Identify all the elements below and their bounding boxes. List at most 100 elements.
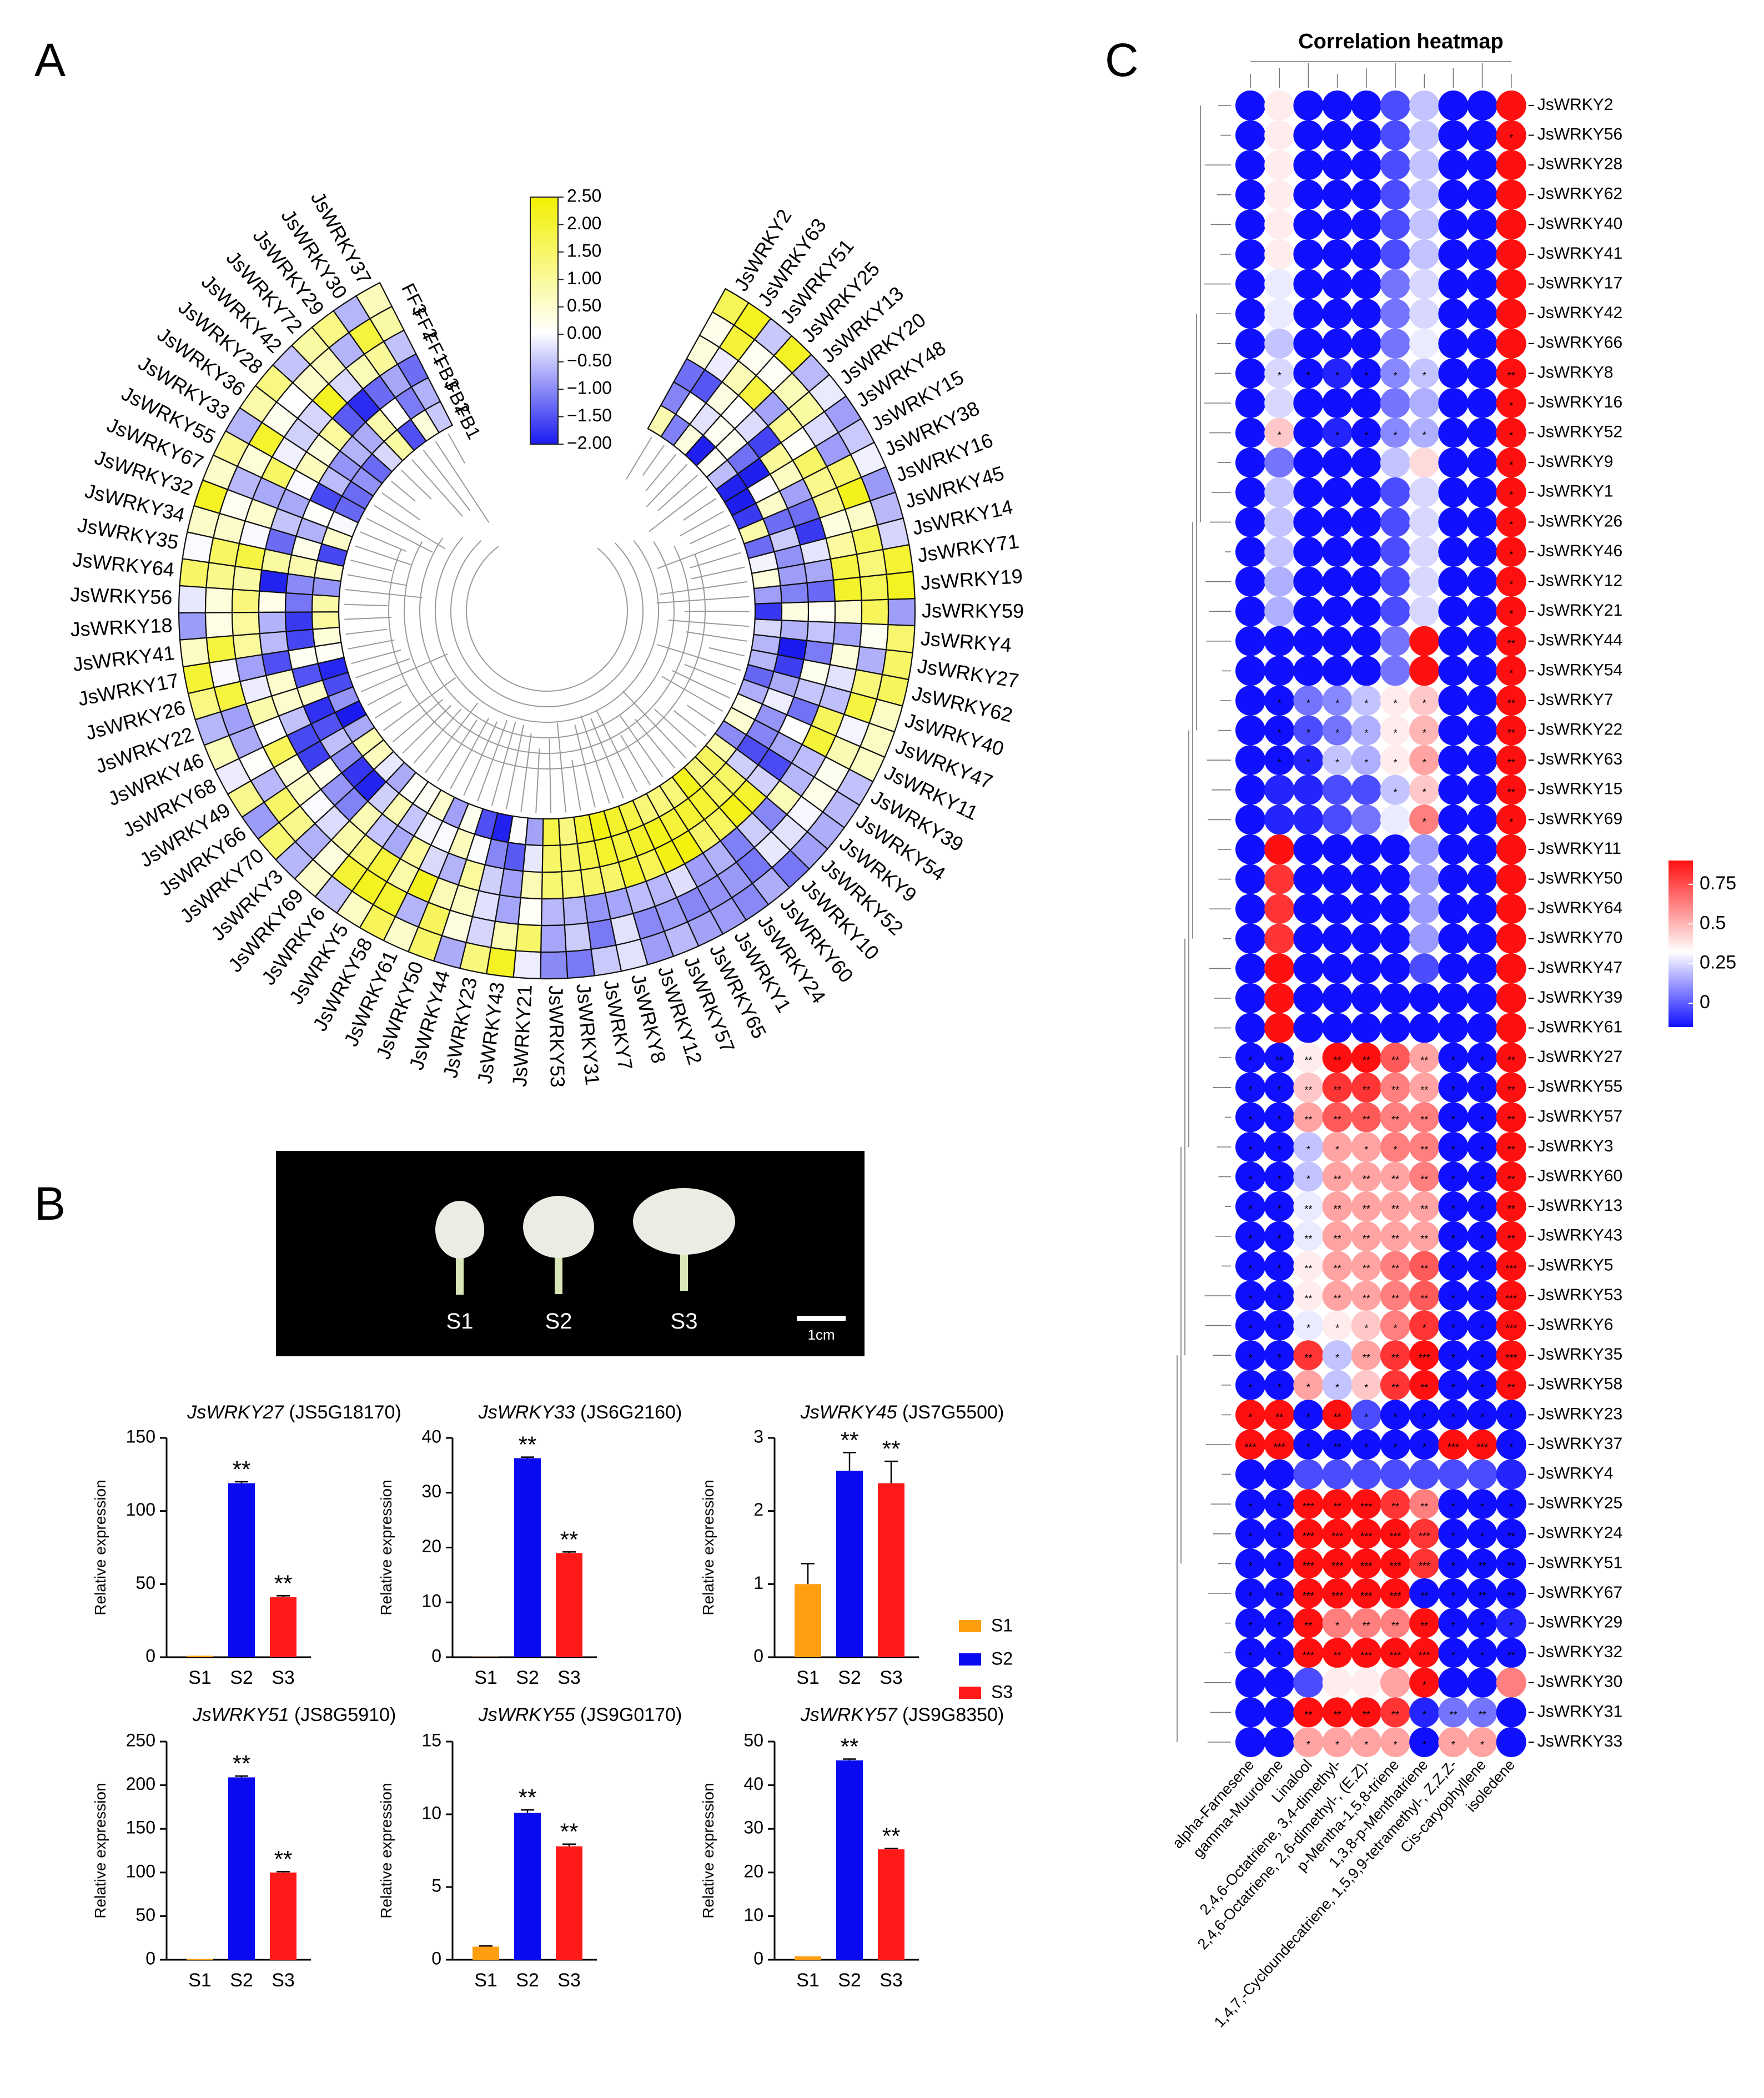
correlation-cell — [1496, 864, 1526, 894]
correlation-cell — [1380, 1221, 1410, 1251]
row-label: JsWRKY67 — [1537, 1583, 1622, 1602]
y-axis-label: Relative expression — [92, 1480, 109, 1615]
correlation-cell — [1467, 1400, 1497, 1430]
correlation-cell — [1467, 656, 1497, 686]
significance-mark: *** — [1331, 1531, 1343, 1542]
x-tick-label: S2 — [838, 1970, 861, 1991]
row-label: JsWRKY32 — [1537, 1643, 1622, 1661]
correlation-cell — [1409, 328, 1440, 359]
significance-mark: * — [1248, 1501, 1252, 1512]
correlation-cell — [1496, 745, 1526, 776]
correlation-cell — [1467, 864, 1497, 894]
correlation-cell — [1235, 1310, 1265, 1341]
correlation-cell — [1293, 299, 1324, 329]
correlation-cell — [1264, 1221, 1295, 1251]
correlation-cell — [1467, 953, 1497, 984]
correlation-cell — [1409, 1340, 1440, 1371]
row-label: JsWRKY57 — [1537, 1107, 1622, 1125]
row-label: JsWRKY40 — [1537, 214, 1622, 233]
correlation-cell — [1351, 507, 1381, 537]
correlation-cell — [1467, 537, 1497, 567]
photo-stage-label: S2 — [545, 1309, 572, 1334]
chart-title: JsWRKY27 (JS5G18170) — [187, 1402, 401, 1423]
dendrogram-branch — [437, 719, 478, 782]
row-label: JsWRKY61 — [1537, 1018, 1622, 1037]
correlation-cell — [1467, 179, 1497, 210]
correlation-cell — [1409, 1370, 1440, 1400]
legend-swatch — [959, 1653, 981, 1666]
colorbar-tick-label: 1.00 — [567, 268, 601, 288]
correlation-cell — [1496, 1667, 1526, 1698]
correlation-cell — [1235, 804, 1265, 835]
y-tick-label: 0 — [431, 1646, 441, 1666]
correlation-cell — [1438, 1013, 1469, 1043]
legend-label: S3 — [991, 1682, 1013, 1702]
correlation-cell — [1438, 1697, 1469, 1728]
correlation-cell — [1467, 1430, 1497, 1460]
significance-mark: * — [1393, 370, 1397, 381]
bar-S1 — [795, 1956, 821, 1960]
significance-mark: *** — [1303, 1501, 1314, 1512]
panel-label-b: B — [34, 1178, 66, 1230]
correlation-cell — [1496, 388, 1526, 418]
significance-mark: * — [1364, 1322, 1368, 1334]
correlation-cell — [1322, 209, 1353, 240]
significance-mark: * — [1509, 400, 1513, 411]
significance-mark: ** — [1304, 1114, 1312, 1125]
correlation-cell — [1293, 1727, 1324, 1757]
correlation-cell — [1235, 983, 1265, 1013]
row-label: JsWRKY30 — [1537, 1673, 1622, 1691]
heatmap-cell — [859, 622, 889, 651]
correlation-cell — [1496, 1370, 1526, 1400]
row-label: JsWRKY17 — [1537, 274, 1622, 293]
row-label: JsWRKY43 — [1537, 1226, 1622, 1245]
correlation-cell — [1438, 1548, 1469, 1579]
significance-mark: * — [1278, 1501, 1281, 1512]
correlation-cell — [1293, 596, 1324, 627]
correlation-cell — [1467, 983, 1497, 1013]
correlation-cell — [1409, 477, 1440, 507]
correlation-cell — [1322, 507, 1353, 537]
correlation-cell — [1293, 1697, 1324, 1728]
bar-S1 — [187, 1959, 213, 1960]
significance-mark: ** — [1420, 1501, 1428, 1512]
significance-mark: ** — [1391, 1620, 1399, 1631]
significance-mark: ** — [1304, 1352, 1312, 1364]
correlation-cell — [1380, 447, 1410, 478]
significance-mark: * — [1306, 698, 1310, 709]
significance-mark: ** — [1363, 1114, 1370, 1125]
significance-mark: * — [1423, 698, 1426, 709]
colorbar-tick-label: −0.50 — [567, 350, 612, 370]
correlation-cell — [1438, 566, 1469, 597]
correlation-cell — [1235, 1102, 1265, 1133]
significance-mark: * — [1509, 490, 1513, 501]
significance-mark: ** — [233, 1750, 251, 1777]
dendrogram-branch — [656, 596, 750, 604]
correlation-cell — [1293, 1102, 1324, 1133]
correlation-cell — [1293, 1638, 1324, 1668]
correlation-cell — [1496, 1281, 1526, 1311]
correlation-cell — [1380, 477, 1410, 507]
significance-mark: * — [1306, 757, 1310, 768]
correlation-cell — [1467, 358, 1497, 389]
heatmap-cell — [832, 621, 862, 647]
y-tick-label: 250 — [126, 1730, 155, 1750]
significance-mark: ** — [1391, 1352, 1399, 1364]
significance-mark: ** — [1479, 1561, 1486, 1572]
heatmap-cell — [754, 602, 783, 621]
significance-mark: * — [1509, 1412, 1513, 1423]
correlation-cell — [1235, 1578, 1265, 1608]
dendrogram-branch — [657, 537, 737, 569]
row-label: JsWRKY23 — [1537, 1405, 1622, 1423]
scale-bar — [797, 1316, 846, 1321]
heatmap-cell — [178, 585, 207, 613]
significance-mark: * — [1480, 1085, 1484, 1096]
colorbar — [1668, 861, 1693, 1027]
significance-mark: * — [1278, 1531, 1281, 1542]
significance-mark: ** — [1420, 1591, 1428, 1602]
significance-mark: * — [1480, 1293, 1484, 1304]
correlation-cell — [1467, 1161, 1497, 1192]
dendrogram-arc — [419, 537, 675, 738]
significance-mark: * — [1278, 1234, 1281, 1245]
